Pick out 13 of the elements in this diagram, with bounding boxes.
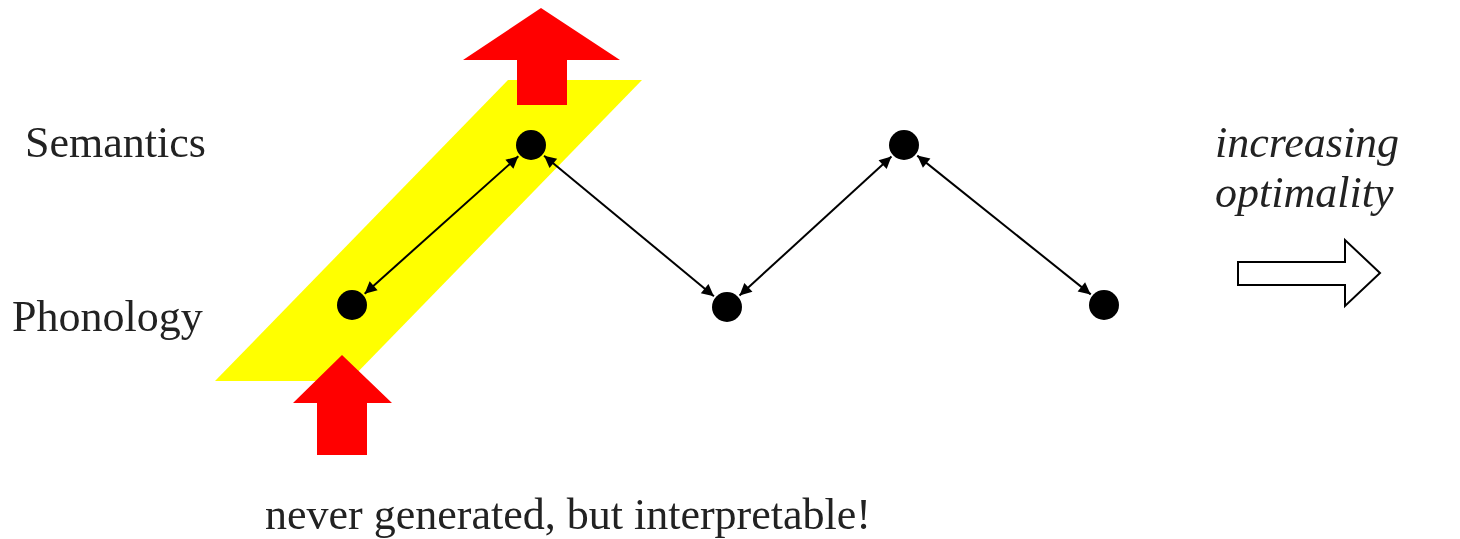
dot — [712, 292, 742, 322]
dot — [1089, 290, 1119, 320]
axis-note: increasing optimality — [1215, 118, 1401, 218]
double-arrow — [738, 155, 893, 297]
note: never generated, but interpretable! — [265, 490, 871, 539]
dot — [337, 290, 367, 320]
double-arrow — [916, 154, 1092, 296]
double-arrow — [363, 155, 520, 295]
row-label: Phonology — [12, 292, 203, 342]
double-arrow — [543, 154, 715, 298]
dot — [516, 130, 546, 160]
dot — [889, 130, 919, 160]
row-label: Semantics — [25, 118, 206, 168]
